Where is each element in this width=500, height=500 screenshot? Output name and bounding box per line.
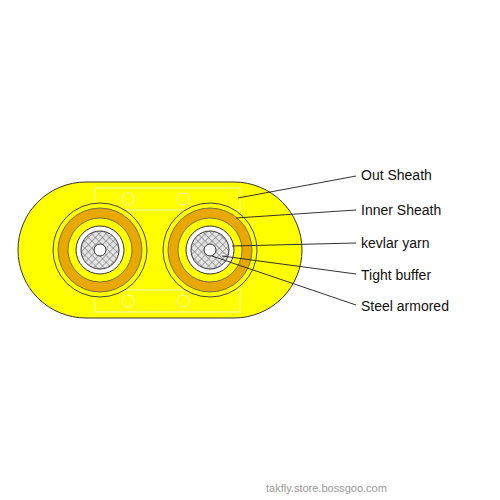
outer-sheath bbox=[18, 182, 302, 318]
lower-ripcord bbox=[177, 295, 189, 307]
watermark: takfly.store.bossgoo.com bbox=[266, 482, 387, 495]
lower-ripcord bbox=[122, 295, 134, 307]
leader-line bbox=[236, 210, 356, 218]
leader-line bbox=[212, 256, 356, 305]
steel-armor bbox=[191, 231, 229, 269]
leader-line bbox=[232, 243, 356, 246]
upper-ripcord bbox=[177, 193, 189, 205]
buffer-gap bbox=[186, 226, 234, 274]
tight-buffer bbox=[178, 218, 242, 282]
inner-sheath bbox=[53, 203, 147, 297]
upper-ripcord bbox=[122, 193, 134, 205]
steel-armor bbox=[81, 231, 119, 269]
part-label: Steel armored bbox=[361, 298, 449, 314]
tight-buffer bbox=[68, 218, 132, 282]
kevlar-ring bbox=[58, 208, 142, 292]
part-label: Inner Sheath bbox=[361, 202, 441, 218]
part-label: Tight buffer bbox=[361, 267, 431, 283]
fibre-core bbox=[94, 244, 106, 256]
fibre-core bbox=[204, 244, 216, 256]
part-label: kevlar yarn bbox=[361, 235, 429, 251]
part-label: Out Sheath bbox=[361, 167, 432, 183]
kevlar-ring bbox=[168, 208, 252, 292]
leader-line bbox=[222, 256, 356, 274]
buffer-gap bbox=[76, 226, 124, 274]
fibre-unit bbox=[53, 203, 147, 297]
leader-line bbox=[238, 176, 356, 198]
leader-lines bbox=[212, 176, 356, 305]
